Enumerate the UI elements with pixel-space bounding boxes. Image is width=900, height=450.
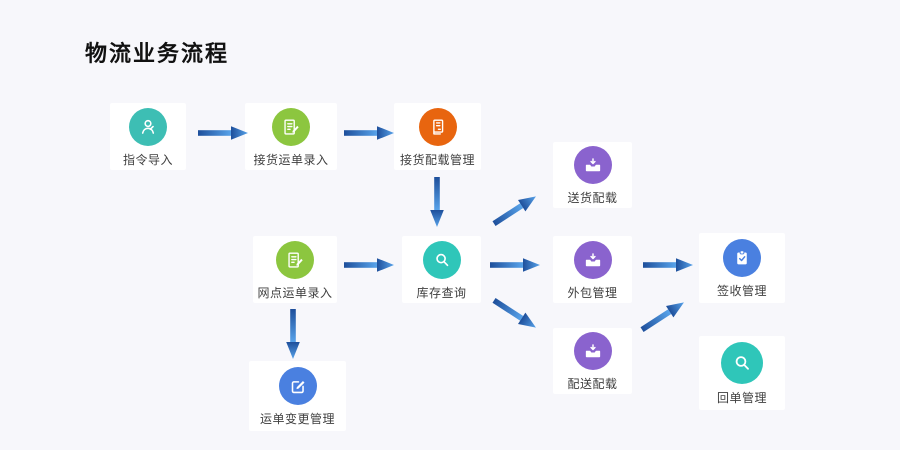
node-label: 回单管理 bbox=[716, 391, 767, 405]
arrow-inventory-to-outsourcing bbox=[489, 257, 541, 273]
node-signoff-mgmt[interactable]: 签收管理 bbox=[699, 233, 785, 303]
node-pickup-stowage-mgmt[interactable]: 接货配载管理 bbox=[394, 103, 481, 170]
node-receipt-mgmt[interactable]: 回单管理 bbox=[699, 336, 785, 410]
node-label: 指令导入 bbox=[122, 152, 173, 167]
node-instruction-import[interactable]: 指令导入 bbox=[110, 103, 186, 170]
arrow-branch-entry-to-inventory bbox=[343, 257, 395, 273]
node-distribution-stowage[interactable]: 配送配载 bbox=[553, 328, 632, 394]
node-inventory-query[interactable]: 库存查询 bbox=[402, 236, 481, 303]
node-label: 接货配载管理 bbox=[399, 152, 475, 167]
node-label: 外包管理 bbox=[567, 285, 618, 300]
arrow-distribution-to-signoff bbox=[637, 295, 689, 337]
ledger-icon bbox=[418, 107, 457, 146]
node-waybill-change-mgmt[interactable]: 运单变更管理 bbox=[249, 361, 346, 431]
node-label: 接货运单录入 bbox=[253, 152, 329, 167]
search-icon bbox=[422, 240, 461, 279]
clipboard-check-icon bbox=[723, 239, 761, 277]
node-outsourcing-mgmt[interactable]: 外包管理 bbox=[553, 236, 632, 303]
arrow-inventory-to-delivery-stowage bbox=[489, 189, 541, 231]
arrow-stowage-to-inventory bbox=[429, 176, 445, 228]
page-title: 物流业务流程 bbox=[85, 41, 230, 66]
node-label: 库存查询 bbox=[416, 285, 467, 300]
arrow-inventory-to-distribution-stowage bbox=[489, 293, 541, 335]
node-pickup-waybill-entry[interactable]: 接货运单录入 bbox=[245, 103, 337, 170]
user-icon bbox=[129, 107, 167, 146]
node-delivery-stowage[interactable]: 送货配载 bbox=[553, 142, 632, 208]
edit-square-icon bbox=[278, 367, 317, 405]
arrow-outsourcing-to-signoff bbox=[642, 257, 694, 273]
node-branch-waybill-entry[interactable]: 网点运单录入 bbox=[253, 236, 337, 303]
node-label: 送货配载 bbox=[567, 191, 618, 205]
arrow-branch-entry-to-waybill-change bbox=[285, 308, 301, 360]
node-label: 运单变更管理 bbox=[259, 412, 335, 426]
arrow-pickup-entry-to-stowage bbox=[343, 125, 395, 141]
search-icon bbox=[721, 342, 763, 384]
node-label: 签收管理 bbox=[716, 284, 767, 298]
edit-note-icon bbox=[272, 107, 310, 146]
node-label: 配送配载 bbox=[567, 377, 618, 391]
edit-note-icon bbox=[276, 240, 314, 279]
arrow-instruction-to-pickup-entry bbox=[197, 125, 249, 141]
node-label: 网点运单录入 bbox=[257, 285, 333, 300]
inbox-icon bbox=[573, 332, 612, 370]
inbox-icon bbox=[573, 240, 612, 279]
inbox-icon bbox=[573, 146, 612, 184]
